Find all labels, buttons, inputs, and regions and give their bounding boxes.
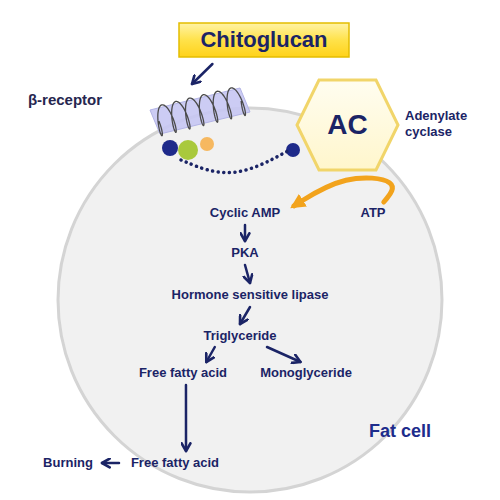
step-label: Cyclic AMP — [200, 204, 290, 222]
step-label: Free fatty acid — [130, 364, 236, 382]
compound-name: Chitoglucan — [178, 22, 350, 58]
flow-arrow — [102, 462, 119, 465]
gprotein-ball — [200, 137, 214, 151]
step-label: Free fatty acid — [122, 454, 228, 472]
step-label: Hormone sensitive lipase — [160, 286, 340, 304]
gprotein-ball — [286, 143, 300, 157]
pathway-step: Hormone sensitive lipase — [160, 286, 340, 304]
enzyme-hexagon: ACAdenylate cyclase — [295, 78, 400, 172]
compound-box: Chitoglucan — [178, 22, 350, 58]
receptor-shape — [148, 86, 258, 160]
pathway-step: Free fatty acid — [130, 364, 236, 382]
step-label: Monoglyceride — [251, 364, 361, 382]
step-label: Triglyceride — [195, 327, 285, 345]
pathway-step: Burning — [38, 454, 98, 472]
gprotein-ball — [162, 140, 178, 156]
step-label: ATP — [355, 204, 391, 222]
enzyme-abbrev: AC — [295, 108, 400, 142]
receptor-node: β-receptor — [148, 86, 258, 160]
receptor-label: β-receptor — [10, 90, 120, 110]
step-label: PKA — [220, 244, 270, 262]
pathway-step: Free fatty acid — [122, 454, 228, 472]
gprotein-ball — [178, 140, 198, 160]
pathway-step: Triglyceride — [195, 327, 285, 345]
cell-label: Fat cell — [355, 420, 445, 442]
pathway-step: PKA — [220, 244, 270, 262]
step-label: Burning — [38, 454, 98, 472]
fat-cell: Fat cell Cyclic AMP ATP PKA Hormone sensitiv… — [55, 105, 445, 495]
binding-arrow — [192, 64, 212, 84]
enzyme-name: Adenylate cyclase — [405, 108, 485, 140]
compound-rect — [179, 23, 349, 57]
pathway-step: Cyclic AMP — [200, 204, 290, 222]
pathway-step: Monoglyceride — [251, 364, 361, 382]
pathway-step: ATP — [355, 204, 391, 222]
